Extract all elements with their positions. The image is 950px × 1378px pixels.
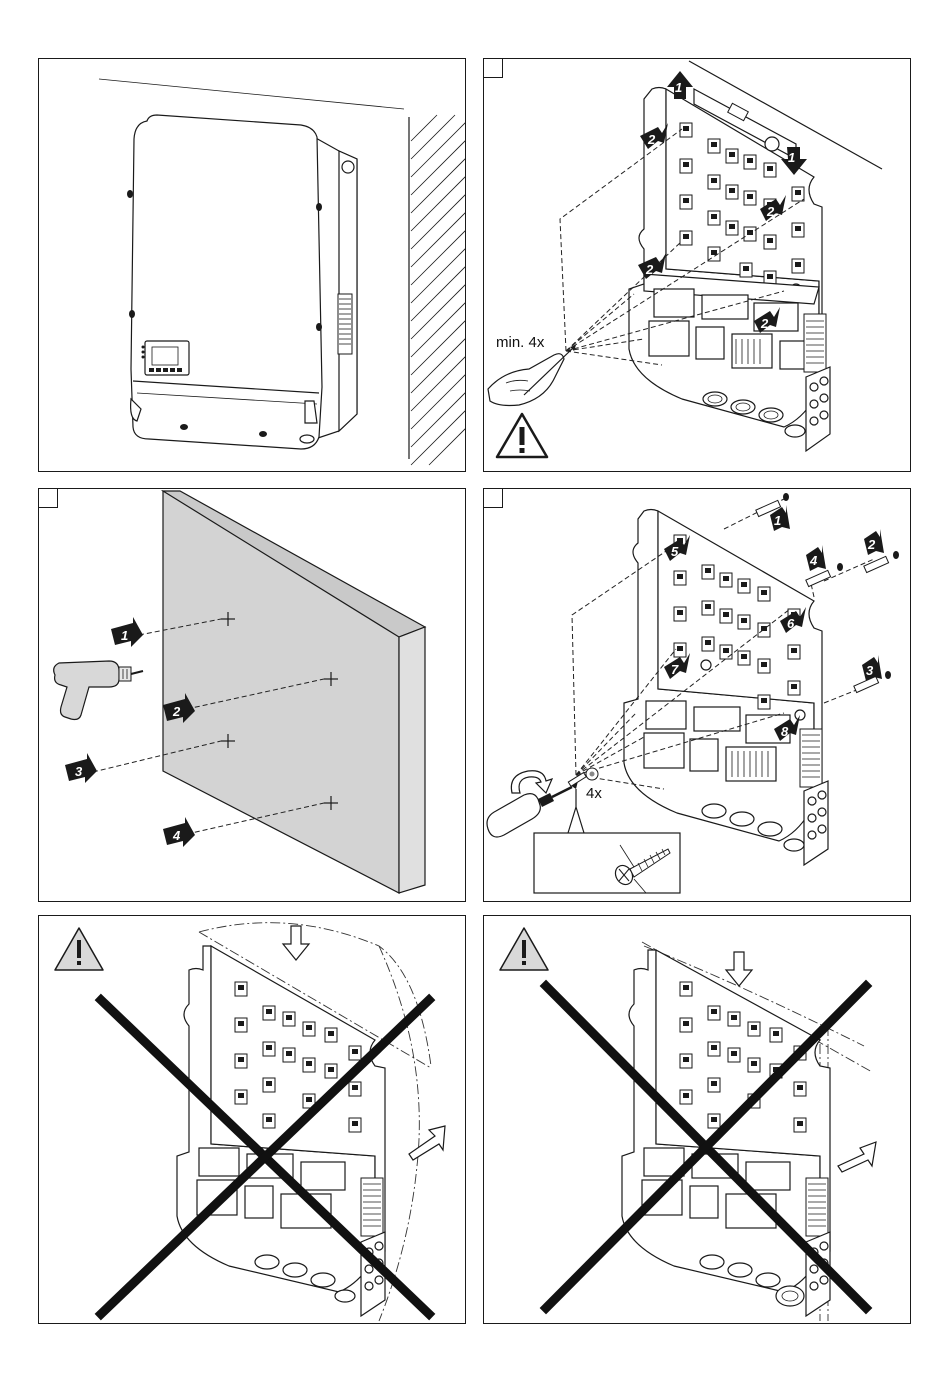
arrow-badge-2: 2 [864, 529, 884, 555]
arrow-badge-3: 3 [65, 753, 97, 783]
svg-text:8: 8 [781, 724, 789, 739]
svg-text:3: 3 [75, 764, 83, 779]
screwdriver-icon [487, 781, 578, 837]
svg-text:2: 2 [766, 204, 775, 219]
mark-holes-illustration: 1 1 2 2 2 2 [484, 59, 911, 472]
svg-text:1: 1 [121, 628, 128, 643]
arrow-badge-4: 4 [163, 817, 195, 847]
drill-icon [54, 661, 143, 720]
panel-incorrect-bent [38, 915, 466, 1324]
svg-text:2: 2 [172, 704, 181, 719]
warning-triangle-icon [55, 928, 103, 970]
warning-triangle-icon [497, 414, 547, 457]
arrow-badge-4: 4 [806, 545, 826, 571]
panel-mark-holes: 1 1 2 2 2 2 [483, 58, 911, 472]
svg-text:1: 1 [774, 513, 781, 528]
rotation-arrow-icon [511, 771, 552, 793]
min-4x-label: min. 4x [496, 334, 544, 351]
svg-text:2: 2 [867, 537, 876, 552]
screw-count-label: 4x [586, 785, 602, 802]
pencil-hand-icon [488, 345, 576, 406]
panel-incorrect-tilted [483, 915, 911, 1324]
svg-text:3: 3 [866, 663, 874, 678]
drill-holes-illustration: 1 2 3 4 [39, 489, 466, 902]
svg-text:2: 2 [645, 262, 654, 277]
svg-text:2: 2 [647, 132, 656, 147]
mounted-inverter-illustration [39, 59, 466, 472]
arrow-badge-1: 1 [111, 617, 143, 647]
svg-text:5: 5 [671, 544, 679, 559]
svg-text:1: 1 [675, 80, 682, 95]
panel-fix-bracket: 1 2 3 4 5 6 7 8 [483, 488, 911, 902]
warning-triangle-icon [500, 928, 548, 970]
svg-text:4: 4 [809, 553, 818, 568]
svg-text:6: 6 [787, 616, 795, 631]
svg-text:2: 2 [760, 316, 769, 331]
svg-text:4: 4 [172, 828, 181, 843]
incorrect-tilted-illustration [484, 916, 911, 1324]
svg-text:7: 7 [671, 662, 679, 677]
panel-mounted-inverter [38, 58, 466, 472]
fix-bracket-illustration: 1 2 3 4 5 6 7 8 [484, 489, 911, 902]
incorrect-bent-illustration [39, 916, 466, 1324]
panel-drill-holes: 1 2 3 4 [38, 488, 466, 902]
svg-text:1: 1 [788, 150, 795, 165]
arrow-badge-3: 3 [862, 655, 882, 681]
